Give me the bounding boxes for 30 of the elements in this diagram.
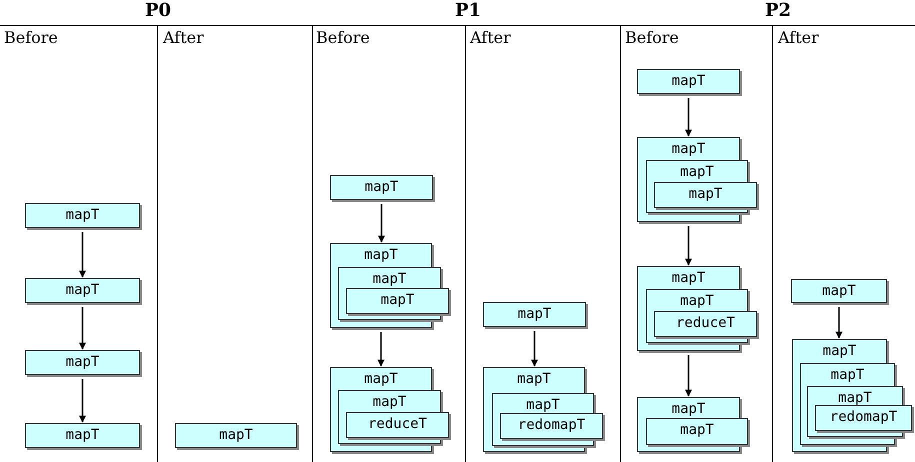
task-box: reduceT [346,412,449,438]
task-box: mapT [637,69,740,94]
arrow [378,332,384,367]
task-box: mapT [25,203,140,228]
arrow [685,226,692,266]
column-heading: Before [625,28,679,47]
column-heading: After [470,28,511,47]
task-box: redomapT [500,413,603,439]
arrow [685,355,692,397]
task-box: mapT [330,175,433,200]
column-group-heading: P0 [145,0,172,21]
task-box: mapT [791,279,887,303]
task-box: mapT [25,423,140,448]
task-box: mapT [483,302,586,327]
task-box: mapT [25,350,140,375]
arrow [79,379,86,423]
task-box: mapT [654,182,757,208]
task-box: mapT [646,418,748,445]
task-box: redomapT [815,405,912,431]
column-heading: Before [4,28,58,47]
column-heading: Before [316,28,370,47]
column-heading: After [163,28,204,47]
column-heading: After [778,28,819,47]
task-box: mapT [175,423,297,448]
task-box: mapT [25,278,140,303]
task-box: reduceT [654,311,757,337]
task-box: mapT [346,288,449,314]
column-group-heading: P2 [765,0,792,21]
arrow [79,307,86,350]
column-group-heading: P1 [455,0,482,21]
